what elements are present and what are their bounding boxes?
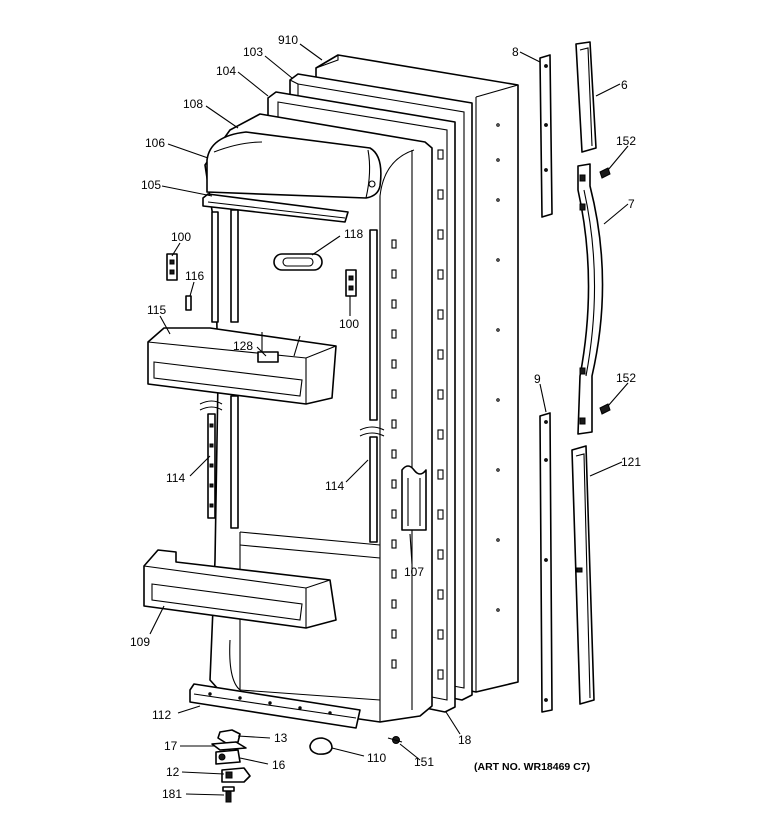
callout-100-right: 100: [339, 317, 359, 331]
hinge-bracket-12: [221, 767, 251, 783]
right-shelf-rail: [369, 229, 378, 543]
callout-118: 118: [344, 227, 363, 241]
callout-152-upper: 152: [616, 134, 636, 148]
hinge-bushing-17: [211, 741, 247, 751]
dairy-compartment-door: [206, 131, 382, 199]
screw-116: [185, 295, 192, 311]
callout-7: 7: [628, 197, 635, 211]
screw-152-lower: [599, 403, 611, 415]
art-number: (ART NO. WR18469 C7): [474, 761, 590, 773]
left-shelf-rail: [211, 209, 239, 529]
upper-handle-trim: [575, 41, 597, 153]
callout-106: 106: [145, 136, 165, 150]
screw-181: [222, 786, 235, 803]
callout-128: 128: [233, 339, 253, 353]
callout-labels: 910 103 104 108 106 105 100 116 118 100 …: [130, 33, 641, 801]
rail-break-marks: [199, 400, 385, 437]
callout-8: 8: [512, 45, 519, 59]
callout-109: 109: [130, 635, 150, 649]
upper-mounting-strip: [539, 54, 553, 218]
screw-152-upper: [599, 167, 611, 179]
callout-114-right: 114: [325, 479, 344, 493]
callout-114-left: 114: [166, 471, 185, 485]
shelf-rail-114-left: [207, 413, 216, 519]
bin-divider: [257, 351, 279, 363]
hinge-cover-13: [217, 729, 241, 744]
callout-17: 17: [164, 739, 178, 753]
callout-181: 181: [162, 787, 182, 801]
callout-115: 115: [147, 303, 166, 317]
door-stop: [309, 737, 333, 755]
callout-910: 910: [278, 33, 298, 47]
bottom-shelf-trim: [189, 683, 361, 729]
callout-18: 18: [458, 733, 472, 747]
nameplate: [273, 253, 323, 271]
hinge-pin-16: [215, 749, 241, 765]
callout-112: 112: [152, 708, 171, 722]
door-retainer-107: [401, 465, 427, 531]
callout-12: 12: [166, 765, 180, 779]
lower-door-bin: [143, 549, 337, 629]
callout-105: 105: [141, 178, 161, 192]
callout-108: 108: [183, 97, 203, 111]
upper-door-bin: [147, 327, 337, 405]
callout-104: 104: [216, 64, 236, 78]
shelf-support-right: [345, 269, 357, 297]
callout-13: 13: [274, 731, 288, 745]
door-handle: [577, 163, 604, 435]
callout-152-lower: 152: [616, 371, 636, 385]
leader-lines: [149, 43, 629, 796]
callout-9: 9: [534, 372, 541, 386]
callout-151: 151: [414, 755, 434, 769]
callout-16: 16: [272, 758, 286, 772]
callout-110: 110: [367, 751, 386, 765]
shelf-support-left: [166, 253, 178, 281]
callout-116: 116: [185, 269, 204, 283]
callout-6: 6: [621, 78, 628, 92]
callout-121: 121: [621, 455, 641, 469]
callout-103: 103: [243, 45, 263, 59]
screw-151: [387, 736, 403, 744]
callout-100-left: 100: [171, 230, 191, 244]
callout-107: 107: [404, 565, 424, 579]
lower-handle-trim: [571, 445, 595, 705]
lower-mounting-strip: [539, 412, 553, 713]
